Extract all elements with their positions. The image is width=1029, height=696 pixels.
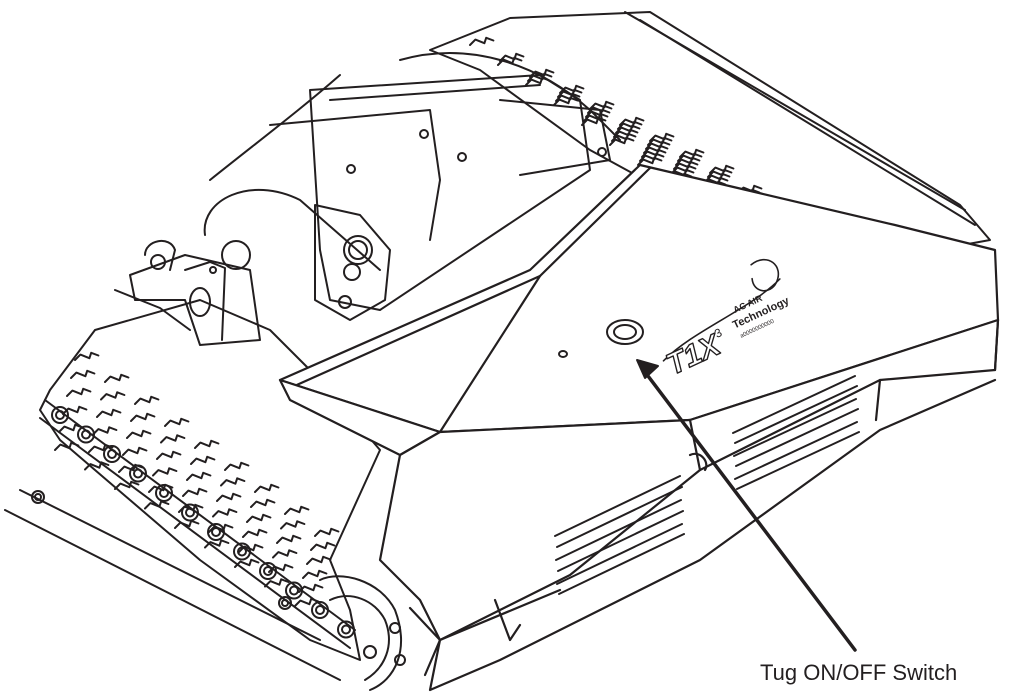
- track-tooth: [122, 446, 148, 456]
- track-tooth: [264, 578, 290, 588]
- track-tooth: [314, 527, 340, 537]
- track-tooth: [156, 450, 182, 460]
- track-roller: [133, 468, 143, 479]
- track-tooth: [234, 558, 260, 568]
- arm-linkage: [203, 52, 621, 321]
- track-tooth: [609, 136, 635, 146]
- track-tooth: [144, 500, 170, 510]
- track-tooth: [88, 443, 114, 453]
- track-tooth: [164, 417, 190, 427]
- track-tooth: [294, 597, 320, 607]
- track-tooth: [212, 508, 238, 518]
- body-housing: [278, 163, 1000, 692]
- track-roller: [207, 523, 225, 541]
- track-tooth: [581, 116, 607, 126]
- track-tooth: [58, 423, 84, 433]
- track-tooth: [160, 434, 186, 444]
- track-tooth: [74, 351, 100, 361]
- track-rollers: [51, 406, 355, 639]
- track-tooth: [190, 455, 216, 465]
- track-tooth: [276, 534, 302, 544]
- track-roller: [181, 503, 199, 522]
- track-tooth: [242, 528, 268, 538]
- callout-arrow: [636, 359, 857, 652]
- track-tooth: [204, 539, 230, 549]
- track-tooth: [194, 439, 220, 449]
- front-track: [39, 299, 406, 691]
- track-tooth: [96, 408, 122, 418]
- track-tooth: [272, 549, 298, 559]
- pivot-bracket: [114, 240, 261, 346]
- track-tooth: [114, 480, 140, 490]
- track-tooth: [134, 395, 160, 405]
- track-tooth: [284, 505, 310, 515]
- track-roller: [233, 542, 251, 561]
- small-hole: [558, 350, 568, 358]
- track-roller: [337, 620, 355, 639]
- track-roller: [259, 562, 277, 580]
- track-tooth: [100, 391, 126, 401]
- track-tooth: [54, 441, 80, 451]
- track-roller: [55, 410, 65, 420]
- track-tooth: [186, 471, 212, 481]
- track-roller: [285, 581, 303, 600]
- track-tooth: [306, 555, 332, 565]
- track-tooth: [70, 369, 96, 379]
- track-tooth: [152, 467, 178, 477]
- track-tooth: [216, 492, 242, 502]
- track-tooth: [104, 373, 130, 383]
- track-roller: [103, 445, 121, 463]
- vent-slots: [554, 375, 860, 595]
- track-roller: [107, 449, 117, 459]
- track-tooth: [130, 412, 156, 422]
- track-tooth: [92, 426, 118, 436]
- track-roller: [237, 546, 247, 557]
- track-tooth: [182, 487, 208, 497]
- track-tooth: [126, 429, 152, 439]
- switch-button[interactable]: [606, 319, 644, 345]
- track-roller: [289, 585, 299, 596]
- track-tooth: [280, 520, 306, 530]
- track-tooth: [84, 461, 110, 471]
- switch-assembly: [558, 319, 644, 358]
- track-roller: [185, 507, 195, 518]
- track-roller: [263, 566, 273, 576]
- track-tooth: [250, 498, 276, 508]
- track-roller: [211, 527, 221, 537]
- track-tooth: [268, 563, 294, 573]
- bottom-plate: [4, 489, 341, 681]
- track-roller: [341, 624, 351, 635]
- track-roller: [155, 484, 173, 502]
- track-tooth: [220, 477, 246, 487]
- track-roller: [315, 605, 325, 615]
- track-roller: [81, 429, 91, 440]
- track-roller: [51, 406, 69, 424]
- track-tooth: [246, 513, 272, 523]
- track-roller: [129, 464, 147, 483]
- track-tooth: [174, 519, 200, 529]
- track-tooth: [637, 156, 663, 166]
- track-roller: [159, 488, 169, 498]
- track-tooth: [302, 569, 328, 579]
- track-tooth: [469, 36, 495, 46]
- track-tooth: [310, 541, 336, 551]
- track-tooth: [224, 461, 250, 471]
- switch-button-inner: [613, 324, 637, 340]
- track-roller: [311, 601, 329, 619]
- track-tooth: [254, 483, 280, 493]
- track-tooth: [66, 387, 92, 397]
- track-tooth: [553, 96, 579, 106]
- track-roller: [77, 425, 95, 444]
- callout-label: Tug ON/OFF Switch: [760, 660, 958, 685]
